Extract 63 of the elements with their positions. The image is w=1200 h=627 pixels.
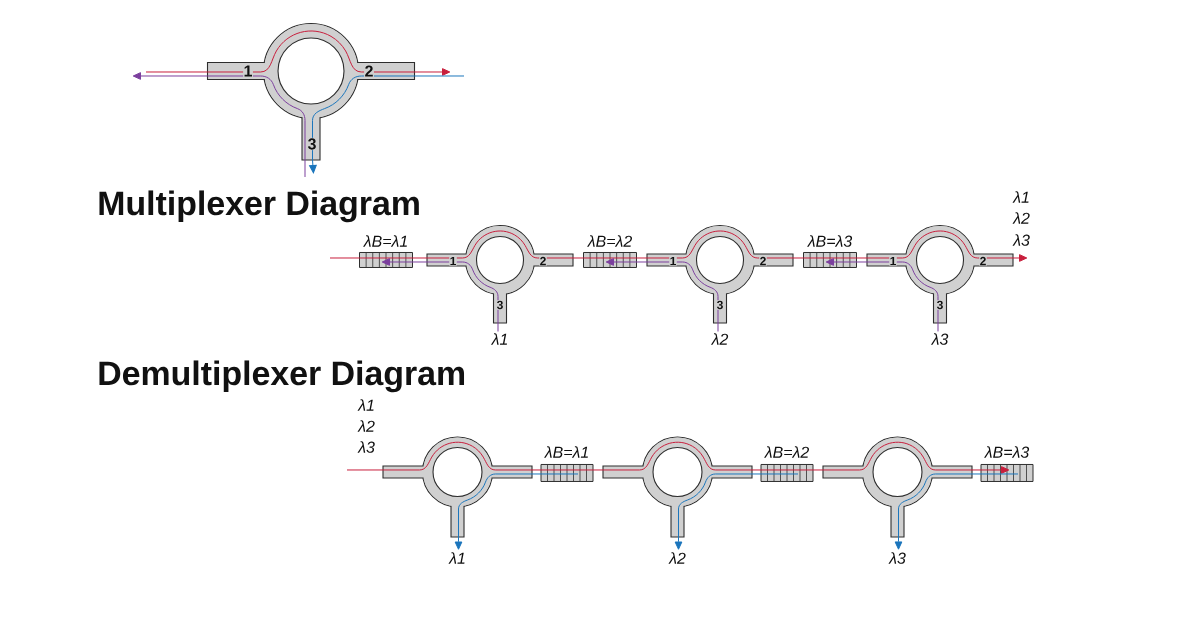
port-number: 1: [669, 256, 677, 266]
port-number: 2: [759, 256, 767, 266]
line: [145, 71, 208, 73]
wavelength-label: λ2: [357, 420, 375, 432]
line: [937, 322, 939, 332]
wavelength-label: λ1: [448, 552, 465, 564]
line: [414, 75, 465, 77]
line: [531, 473, 579, 475]
wavelength-label: λ2: [710, 333, 729, 345]
arrow: [674, 536, 683, 550]
arrow: [1012, 254, 1028, 262]
wavelength-label: λ2: [668, 552, 686, 564]
wavelength-label: λB=λ1: [544, 446, 588, 458]
line: [856, 257, 868, 259]
wavelength-label: λ2: [1012, 212, 1030, 224]
port-number: 2: [539, 256, 547, 266]
arrow: [309, 159, 317, 174]
port-number: 3: [936, 300, 944, 310]
line: [592, 469, 604, 471]
wavelength-label: λB=λ3: [807, 235, 853, 247]
line: [792, 257, 804, 259]
port-number: 3: [716, 300, 724, 310]
wavelength-label: λ1: [490, 333, 507, 345]
wavelength-label: λB=λ2: [587, 235, 632, 247]
line: [346, 469, 384, 471]
wavelength-label: λ1: [1012, 191, 1029, 203]
line: [531, 469, 542, 471]
port-number: 3: [307, 137, 317, 151]
line: [304, 159, 306, 178]
arrow: [605, 258, 648, 266]
line: [971, 473, 1019, 475]
arrow: [381, 258, 428, 266]
line: [412, 257, 428, 259]
line: [497, 322, 499, 332]
wavelength-label: λ3: [930, 333, 949, 345]
wavelength-label: λ3: [888, 552, 906, 564]
port-number: 1: [243, 65, 253, 77]
line: [636, 257, 648, 259]
port-number: 1: [889, 256, 897, 266]
port-number: 3: [496, 300, 504, 310]
line: [329, 257, 360, 259]
arrow: [414, 68, 451, 76]
wavelength-label: λB=λ2: [764, 446, 809, 458]
line: [751, 469, 762, 471]
port-number: 2: [979, 256, 987, 266]
wavelength-label: λ3: [1012, 234, 1030, 246]
wavelength-label: λB=λ3: [984, 446, 1030, 458]
arrow: [454, 536, 463, 550]
arrow: [132, 72, 208, 80]
section-heading: Multiplexer Diagram: [99, 190, 419, 223]
arrow: [825, 258, 868, 266]
line: [572, 257, 584, 259]
port-number: 1: [449, 256, 457, 266]
line: [812, 469, 824, 471]
line: [717, 322, 719, 332]
arrow: [971, 466, 1010, 474]
section-heading: Demultiplexer Diagram: [99, 360, 464, 393]
wavelength-label: λB=λ1: [363, 235, 407, 247]
wavelength-label: λ3: [357, 441, 375, 453]
port-number: 2: [364, 64, 374, 78]
wavelength-label: λ1: [357, 399, 374, 411]
line: [751, 473, 799, 475]
arrow: [894, 536, 903, 550]
